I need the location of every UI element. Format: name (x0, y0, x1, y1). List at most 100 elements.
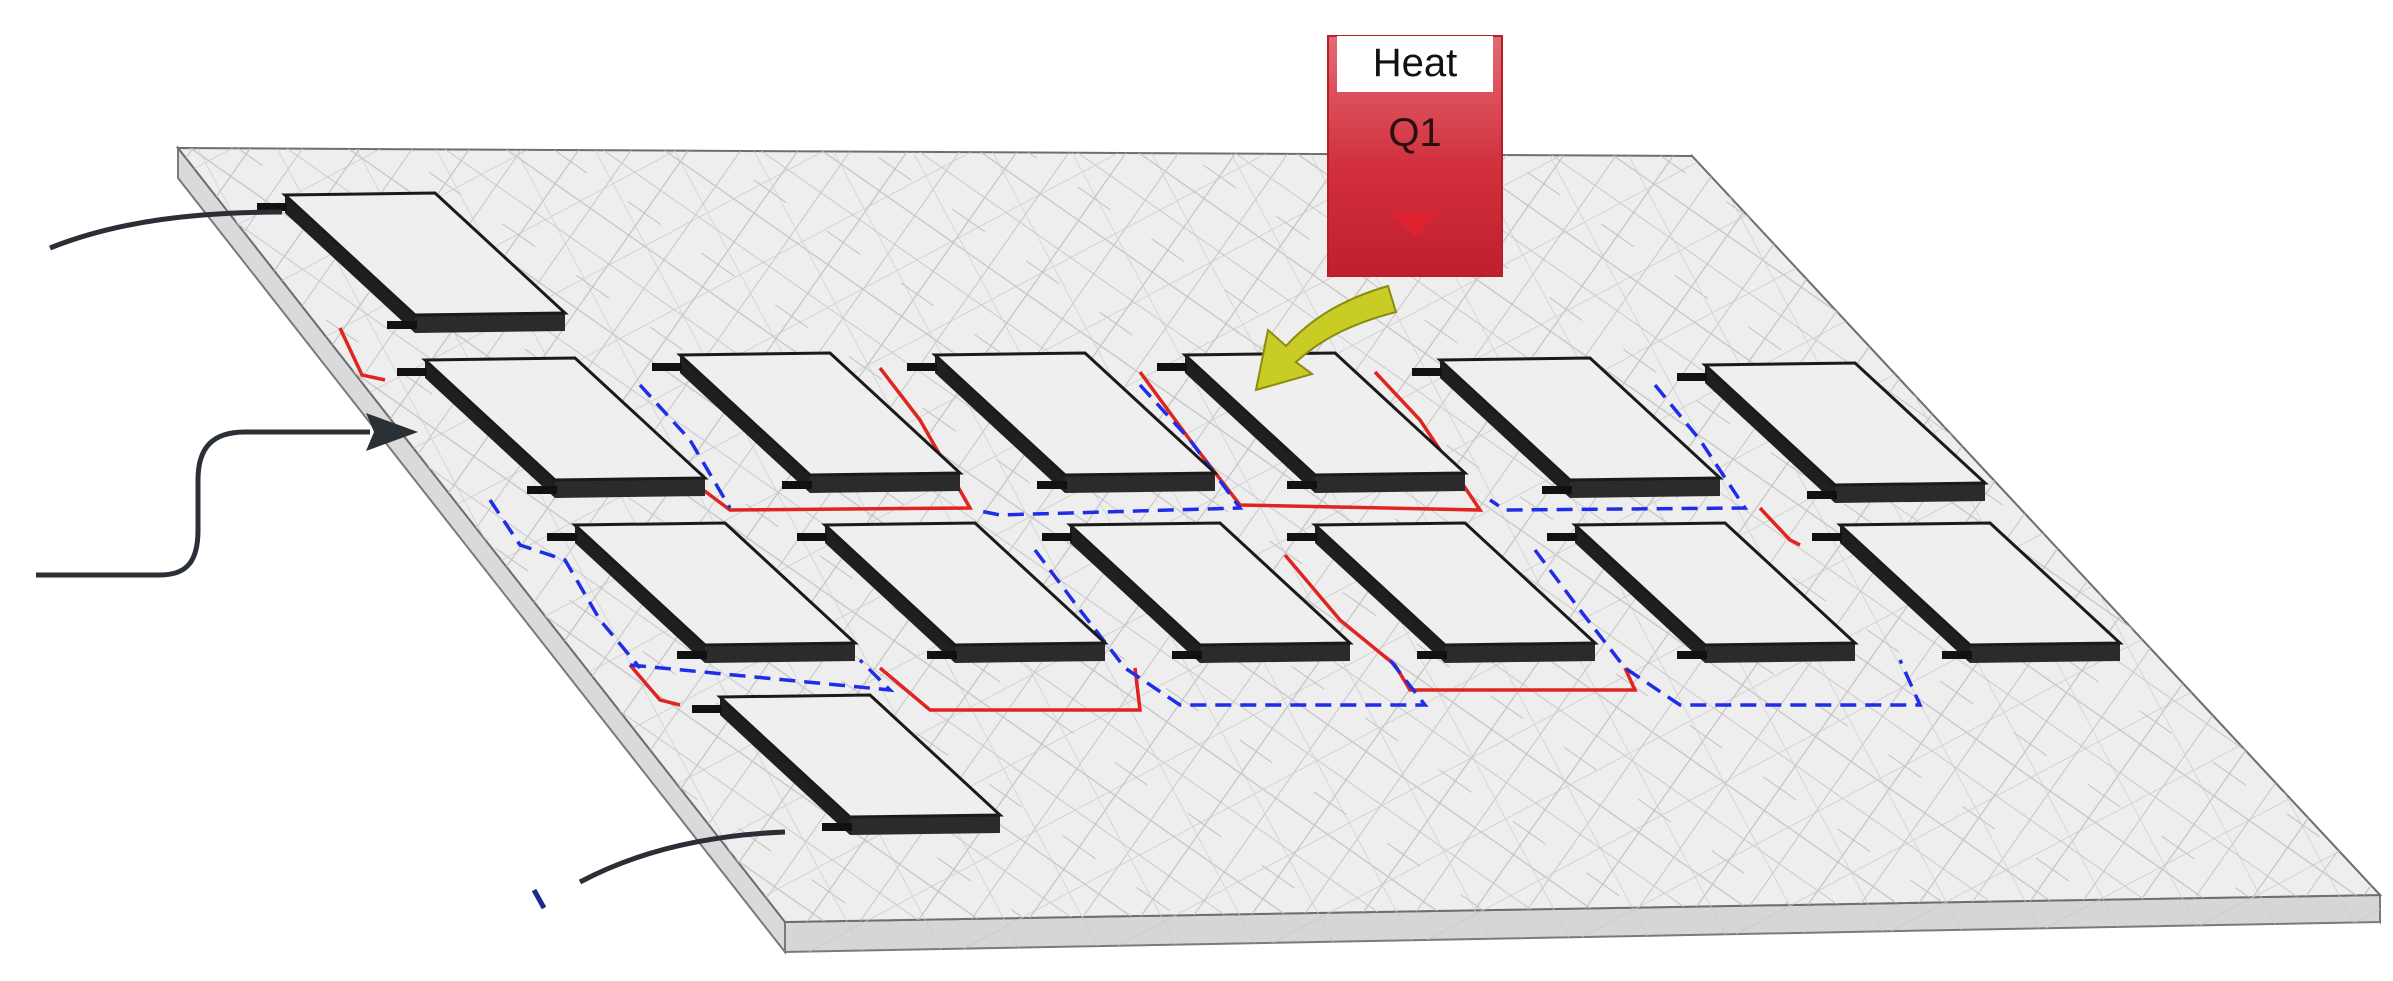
thermoelectric-module (1157, 351, 1469, 493)
module-side (1315, 525, 1445, 663)
module-terminal (1942, 651, 1972, 659)
module-terminal (1677, 651, 1707, 659)
red-wire (338, 327, 386, 382)
module-terminal (1412, 368, 1442, 376)
module-front (555, 478, 705, 498)
red-wire (628, 663, 681, 707)
module-top (1836, 521, 2124, 647)
red-wire (1758, 506, 1801, 547)
lead-wire-stub (531, 888, 547, 910)
module-terminal (1677, 373, 1707, 381)
heat-source: Heat Q1 (1327, 35, 1503, 277)
module-front (705, 643, 855, 663)
thermoelectric-module (652, 351, 964, 493)
module-terminal (677, 651, 707, 659)
thermoelectric-module (1042, 521, 1354, 663)
module-terminal (1042, 533, 1072, 541)
module-side (1185, 355, 1315, 493)
module-terminal (547, 533, 577, 541)
module-front (415, 313, 565, 333)
module-terminal (782, 481, 812, 489)
module-terminal (1172, 651, 1202, 659)
blue-wire (629, 658, 895, 693)
module-side (935, 355, 1065, 493)
module-terminal (387, 321, 417, 329)
module-terminal (1807, 491, 1837, 499)
module-top (1571, 521, 1859, 647)
red-wire (688, 366, 973, 512)
module-top (1436, 356, 1724, 482)
module-terminal (257, 203, 287, 211)
module-terminal (1417, 651, 1447, 659)
module-terminal (1157, 363, 1187, 371)
module-top (1311, 521, 1599, 647)
down-triangle-icon (1390, 212, 1440, 236)
module-terminal (907, 363, 937, 371)
module-front (1570, 478, 1720, 498)
thermoelectric-module (1812, 521, 2124, 663)
module-terminal (927, 651, 957, 659)
module-terminal (1542, 486, 1572, 494)
thermoelectric-module (257, 191, 569, 333)
module-terminal (1812, 533, 1842, 541)
arrow-right-icon-head (366, 413, 418, 451)
module-front (955, 643, 1105, 663)
module-terminal (797, 533, 827, 541)
module-top (931, 351, 1219, 477)
plate-edge-hatch (785, 895, 2380, 952)
thermoelectric-module (797, 521, 1109, 663)
blue-wire (488, 499, 642, 670)
module-side (1070, 525, 1200, 663)
arrow-right-icon (36, 429, 370, 578)
red-wire (878, 666, 1142, 712)
module-front (1200, 643, 1350, 663)
module-top (1066, 521, 1354, 647)
blue-wire (1489, 383, 1749, 512)
module-top (571, 521, 859, 647)
module-front (1970, 643, 2120, 663)
lead-wire-top (49, 209, 283, 251)
module-side (1705, 365, 1835, 503)
module-side (1440, 360, 1570, 498)
heat-sublabel: Q1 (1388, 111, 1441, 155)
thermoelectric-module (692, 693, 1004, 835)
module-terminal (822, 823, 852, 831)
module-side (720, 697, 850, 835)
input-arrow (36, 413, 418, 578)
blue-wire (1533, 548, 1923, 707)
module-front (1065, 473, 1215, 493)
module-front (1315, 473, 1465, 493)
heat-label: Heat (1373, 41, 1458, 85)
lead-wires (49, 209, 786, 910)
module-front (850, 815, 1000, 835)
module-terminal (397, 368, 427, 376)
thermoelectric-module (907, 351, 1219, 493)
module-terminal (1287, 533, 1317, 541)
module-terminal (692, 705, 722, 713)
module-top (676, 351, 964, 477)
curved-arrow-icon (1254, 284, 1398, 392)
module-side (680, 355, 810, 493)
module-terminal (652, 363, 682, 371)
module-array (257, 191, 2124, 835)
module-front (1835, 483, 1985, 503)
blue-wire (974, 383, 1244, 517)
module-side (1840, 525, 1970, 663)
module-side (575, 525, 705, 663)
series-wiring (338, 327, 1923, 712)
module-terminal (527, 486, 557, 494)
plate-hatch-secondary (178, 148, 2380, 922)
thermoelectric-module (1547, 521, 1859, 663)
module-top (421, 356, 709, 482)
module-side (825, 525, 955, 663)
thermoelectric-module (1412, 356, 1724, 498)
thermoelectric-module (1287, 521, 1599, 663)
module-top (821, 521, 1109, 647)
module-side (1575, 525, 1705, 663)
blue-wire (1033, 548, 1429, 707)
module-top (1701, 361, 1989, 487)
module-side (285, 195, 415, 333)
module-top (716, 693, 1004, 819)
module-terminal (1547, 533, 1577, 541)
